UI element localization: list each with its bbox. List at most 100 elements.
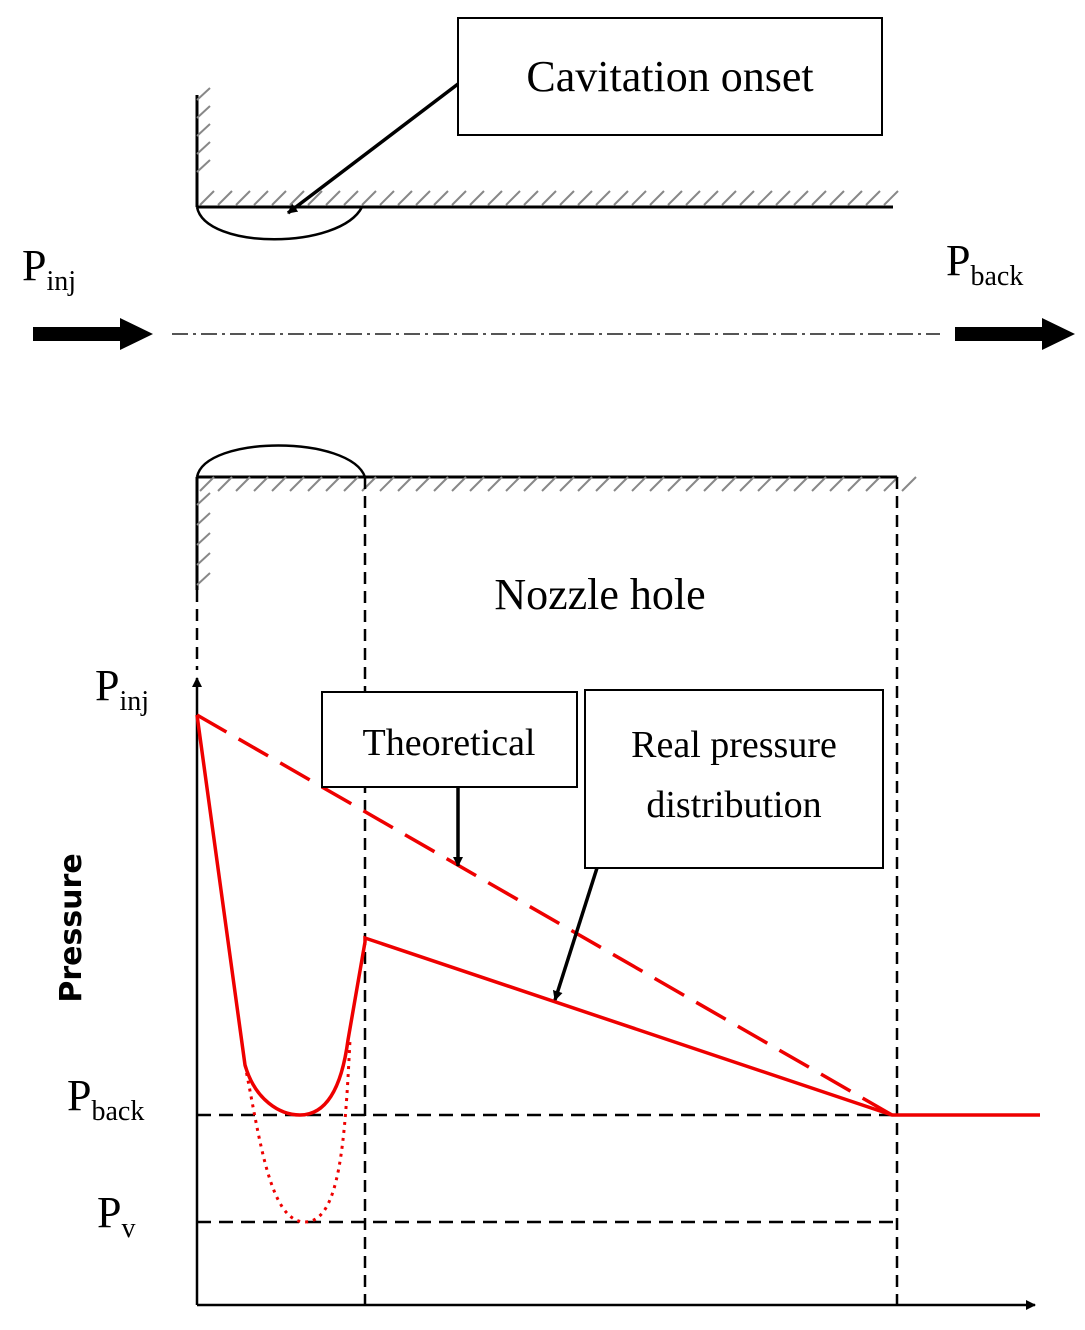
- real-pressure-curve: [195, 714, 1040, 1117]
- real-pressure-label-line1: Real pressure: [631, 724, 837, 766]
- guide-lines: [195, 477, 899, 1305]
- hatch-mark: [505, 476, 521, 492]
- cavitation-onset-label: Cavitation onset: [526, 52, 813, 101]
- theoretical-pressure-line: [196, 713, 893, 1117]
- hatch-mark: [847, 190, 863, 206]
- hatch-mark: [577, 190, 593, 206]
- hatch-mark: [775, 476, 791, 492]
- cavitation-onset-arrow: [286, 82, 460, 215]
- hatch-mark: [631, 476, 647, 492]
- hatch-mark: [487, 190, 503, 206]
- cavitation-bubble-bottom: [195, 444, 367, 478]
- hatch-mark: [235, 476, 251, 492]
- outlet-pressure-label: Pback: [946, 236, 1023, 292]
- hatch-mark: [217, 190, 233, 206]
- inlet-pressure-label: Pinj: [22, 241, 76, 297]
- hatch-mark: [343, 476, 359, 492]
- hatch-mark: [883, 190, 899, 206]
- hatch-mark: [451, 190, 467, 206]
- hatch-mark: [217, 476, 233, 492]
- hatch-mark: [559, 190, 575, 206]
- theoretical-callout: [321, 691, 578, 788]
- pv-level-label: Pv: [97, 1188, 135, 1244]
- hatch-mark: [361, 190, 377, 206]
- hatch-mark: [199, 190, 215, 206]
- hatch-mark: [415, 190, 431, 206]
- y-axis-label: Pressure: [54, 853, 89, 1002]
- hatch-mark: [487, 476, 503, 492]
- pressure-curves: [195, 713, 1040, 1224]
- nozzle-wall-hatch: [199, 190, 899, 206]
- hatch-mark: [739, 190, 755, 206]
- hatch-mark: [649, 476, 665, 492]
- hatch-mark: [721, 476, 737, 492]
- hatch-mark: [379, 190, 395, 206]
- hatch-mark: [667, 476, 683, 492]
- inlet-wall-hatch: [196, 87, 211, 173]
- hatch-mark: [703, 190, 719, 206]
- hatch-mark: [685, 190, 701, 206]
- hatch-mark: [397, 190, 413, 206]
- vapor-pressure-dip-curve: [243, 1039, 352, 1224]
- hatch-mark: [757, 190, 773, 206]
- hatch-mark: [559, 476, 575, 492]
- hatch-mark: [433, 190, 449, 206]
- hatch-mark: [613, 476, 629, 492]
- real-pressure-callout-arrow: [552, 867, 599, 1001]
- hatch-mark: [289, 190, 305, 206]
- hatch-mark: [811, 190, 827, 206]
- hatch-mark: [253, 476, 269, 492]
- hatch-mark: [541, 476, 557, 492]
- hatch-mark: [505, 190, 521, 206]
- hatch-mark: [523, 476, 539, 492]
- pback-level-label: Pback: [67, 1071, 144, 1127]
- hatch-mark: [775, 190, 791, 206]
- plot-callouts: Theoretical Real pressure distribution: [321, 689, 884, 1001]
- hatch-mark: [343, 190, 359, 206]
- hatch-mark: [325, 190, 341, 206]
- hatch-mark: [811, 476, 827, 492]
- pinj-level-label: Pinj: [95, 661, 149, 717]
- hatch-mark: [541, 190, 557, 206]
- hatch-mark: [865, 190, 881, 206]
- flow-direction: Pinj Pback: [22, 236, 1075, 350]
- hatch-mark: [703, 476, 719, 492]
- real-pressure-callout: [584, 689, 884, 869]
- hatch-mark: [451, 476, 467, 492]
- cavitation-onset-callout: [457, 17, 883, 136]
- hatch-mark: [865, 476, 881, 492]
- hatch-mark: [325, 476, 341, 492]
- hatch-mark: [793, 190, 809, 206]
- hatch-mark: [649, 190, 665, 206]
- hatch-mark: [757, 476, 773, 492]
- hatch-mark: [307, 190, 323, 206]
- hatch-mark: [433, 476, 449, 492]
- hatch-mark: [523, 190, 539, 206]
- hatch-mark: [739, 476, 755, 492]
- hatch-mark: [901, 476, 917, 492]
- hatch-mark: [253, 190, 269, 206]
- outlet-flow-arrow: [955, 318, 1075, 350]
- hatch-mark: [595, 476, 611, 492]
- hatch-mark: [631, 190, 647, 206]
- cavitation-bubble: [195, 206, 364, 241]
- hatch-mark: [271, 476, 287, 492]
- nozzle-hole-label: Nozzle hole: [494, 570, 705, 619]
- hatch-mark: [235, 190, 251, 206]
- hatch-mark: [199, 476, 215, 492]
- hatch-mark: [415, 476, 431, 492]
- top-nozzle-sketch: Cavitation onset: [195, 17, 899, 241]
- hatch-mark: [829, 476, 845, 492]
- hatch-mark: [271, 190, 287, 206]
- theoretical-label: Theoretical: [362, 722, 535, 764]
- hatch-mark: [829, 190, 845, 206]
- plot-axes: Pressure: [54, 677, 1036, 1310]
- hatch-mark: [469, 190, 485, 206]
- nozzle-wall-bottom-hatch: [199, 476, 917, 492]
- hatch-mark: [379, 476, 395, 492]
- hatch-mark: [883, 476, 899, 492]
- hatch-mark: [595, 190, 611, 206]
- hatch-mark: [577, 476, 593, 492]
- pressure-level-labels: Pinj Pback Pv: [67, 661, 149, 1244]
- hole-inlet-wall-hatch: [196, 492, 211, 586]
